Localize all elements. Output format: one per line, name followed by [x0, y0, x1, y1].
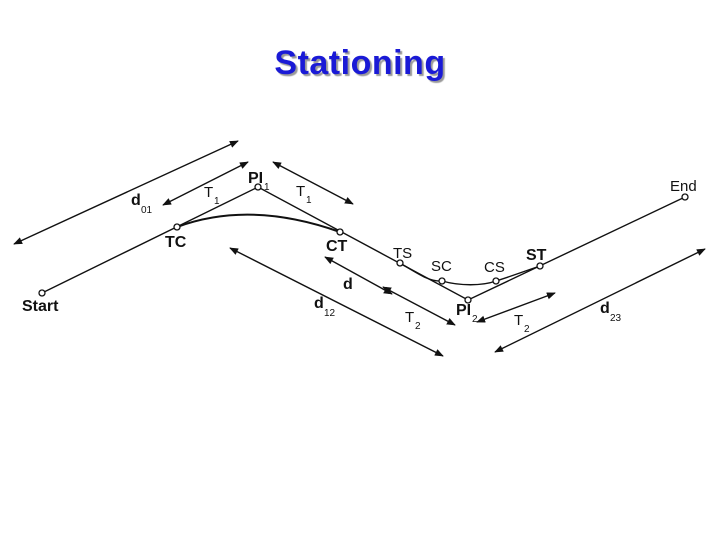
svg-text:T: T [204, 184, 213, 201]
svg-text:d: d [131, 192, 141, 209]
label-t2-left: T 2 [405, 309, 421, 332]
label-tc: TC [165, 234, 187, 251]
t1-left-dimension-arrow [162, 161, 249, 206]
label-d-small: d [343, 276, 353, 293]
svg-text:T: T [514, 312, 523, 329]
point-pi2 [464, 296, 472, 304]
label-pi1: PI 1 [248, 170, 270, 193]
slide-title: Stationing [274, 44, 446, 82]
label-t2-right: T 2 [514, 312, 530, 335]
svg-text:01: 01 [141, 205, 153, 216]
label-d12: d 12 [314, 295, 336, 319]
t1-right-dimension-arrow [272, 161, 354, 205]
t2-left-dimension-arrow [382, 286, 456, 326]
svg-text:1: 1 [214, 196, 220, 207]
svg-text:d: d [314, 295, 324, 312]
svg-text:T: T [405, 309, 414, 326]
point-st [536, 262, 544, 270]
label-end: End [670, 178, 697, 195]
spiral-curve [399, 262, 541, 286]
svg-text:23: 23 [610, 313, 622, 324]
d23-dimension-arrow [494, 248, 706, 353]
point-tc [173, 223, 181, 231]
svg-text:d: d [600, 300, 610, 317]
d01-dimension-arrow [13, 140, 239, 245]
point-ts [396, 259, 404, 267]
point-cs [492, 277, 500, 285]
label-start: Start [22, 298, 59, 315]
label-d01: d 01 [131, 192, 153, 216]
label-t1-right: T 1 [296, 183, 312, 206]
point-pi1 [254, 183, 262, 191]
point-start [38, 289, 46, 297]
point-ct [336, 228, 344, 236]
svg-text:2: 2 [415, 321, 421, 332]
svg-text:PI: PI [248, 170, 263, 187]
point-end [681, 193, 689, 201]
label-cs: CS [484, 259, 505, 276]
label-ct: CT [326, 238, 348, 255]
svg-text:PI: PI [456, 302, 471, 319]
svg-text:1: 1 [306, 195, 312, 206]
d-small-dimension-arrow [324, 256, 393, 295]
svg-text:1: 1 [264, 182, 270, 193]
label-d23: d 23 [600, 300, 622, 324]
label-ts: TS [393, 245, 412, 262]
label-st: ST [526, 247, 547, 264]
label-sc: SC [431, 258, 452, 275]
point-sc [438, 277, 446, 285]
d12-dimension-arrow [229, 247, 444, 357]
label-pi2: PI 2 [456, 302, 478, 325]
svg-text:T: T [296, 183, 305, 200]
svg-text:2: 2 [524, 324, 530, 335]
svg-text:2: 2 [472, 314, 478, 325]
label-t1-left: T 1 [204, 184, 220, 207]
svg-text:12: 12 [324, 308, 336, 319]
